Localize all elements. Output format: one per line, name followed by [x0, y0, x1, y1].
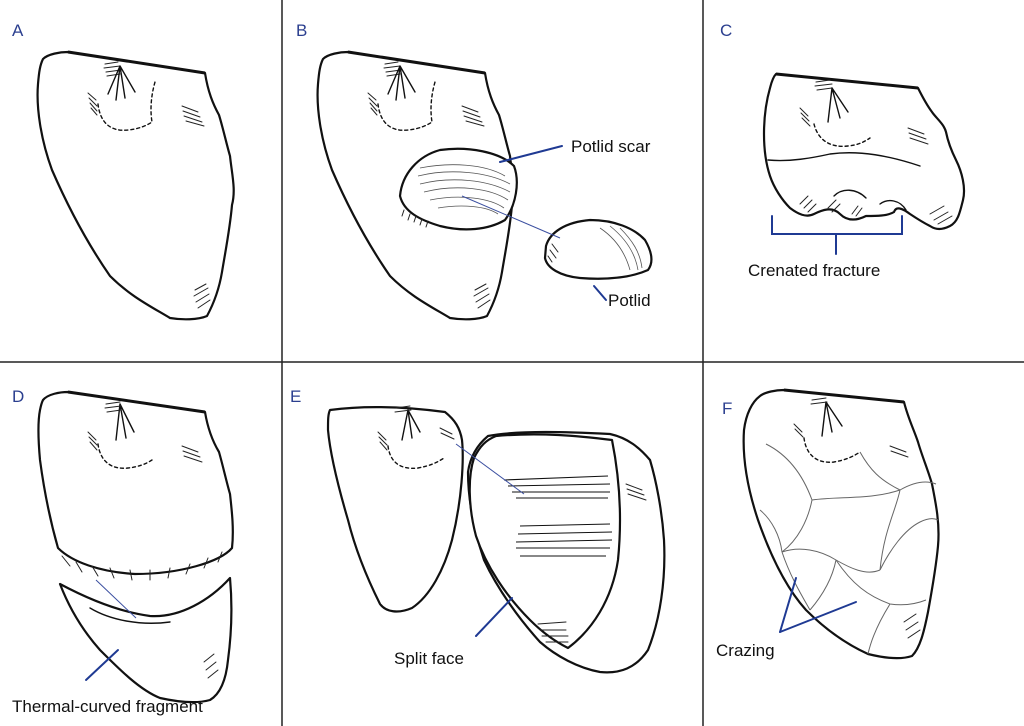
potlid-leader — [593, 285, 607, 301]
panel-e: E Split face — [290, 387, 666, 674]
split-face-leader — [475, 597, 513, 637]
potlid-connector — [461, 195, 561, 239]
thermal-curved-fragment-leader — [85, 649, 119, 681]
panel-letter-d: D — [12, 387, 24, 406]
flake-drawing-d — [37, 390, 234, 704]
flake-drawing-e-right — [466, 430, 666, 674]
flake-drawing-b — [316, 50, 515, 321]
crazing-leader-right — [779, 601, 857, 633]
panel-letter-c: C — [720, 21, 732, 40]
panel-a: A — [12, 21, 235, 321]
panel-b: B Potlid scar Potlid — [296, 21, 653, 321]
crenated-fracture-label: Crenated fracture — [748, 261, 880, 280]
crenated-fracture-bracket — [771, 215, 903, 255]
thermal-curved-fragment-label: Thermal-curved fragment — [12, 697, 203, 716]
flake-drawing-a — [36, 50, 235, 321]
flake-drawing-e-left — [326, 405, 464, 613]
potlid-scar-leader — [499, 145, 563, 163]
potlid — [543, 218, 653, 280]
split-face-label: Split face — [394, 649, 464, 668]
crazing-leader-left — [779, 577, 797, 633]
panel-letter-e: E — [290, 387, 301, 406]
crazing-label: Crazing — [716, 641, 775, 660]
panel-c: C Crenated fracture — [720, 21, 966, 280]
thermal-curved-fragment — [58, 576, 233, 704]
panel-letter-f: F — [722, 399, 732, 418]
flake-drawing-f — [742, 388, 940, 660]
panel-d: D Thermal-curved fragment — [12, 387, 234, 716]
fragment-connector — [95, 579, 137, 619]
panel-f: F Crazing — [716, 388, 940, 660]
potlid-scar — [398, 147, 518, 231]
potlid-scar-label: Potlid scar — [571, 137, 651, 156]
panel-letter-b: B — [296, 21, 307, 40]
potlid-label: Potlid — [608, 291, 651, 310]
split-connector — [455, 443, 525, 495]
flake-drawing-c — [762, 72, 966, 231]
panel-letter-a: A — [12, 21, 24, 40]
